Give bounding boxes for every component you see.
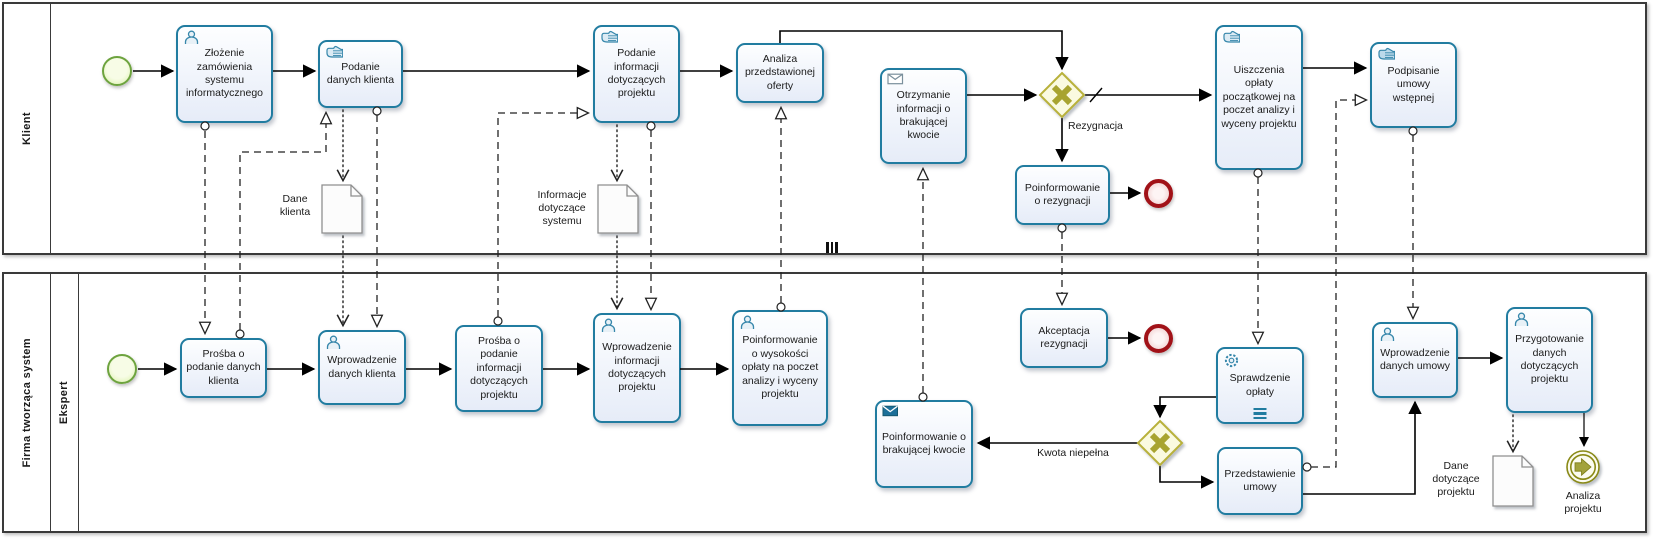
task-poinformowanie-o-rezygnacji[interactable]: Poinformowanie o rezygnacji — [1015, 165, 1110, 225]
link-event-label: Analiza projektu — [1564, 490, 1602, 516]
task-wprowadzenie-danych[interactable]: Wprowadzenie danych klienta — [318, 330, 406, 405]
user-task-icon — [1379, 327, 1396, 342]
task-prosba-o-informacje[interactable]: Prośba o podanie informacji dotyczących … — [455, 325, 543, 412]
user-task-icon — [325, 335, 342, 350]
end-event-rezygnacja-klient[interactable] — [1144, 179, 1173, 208]
pool-firma-header[interactable]: Firma tworząca system — [4, 274, 51, 531]
task-label: Uiszczenia opłaty początkowej na poczet … — [1221, 63, 1297, 130]
start-event-ekspert[interactable] — [107, 354, 137, 384]
manual-task-icon — [600, 30, 619, 43]
end-event-rezygnacja-firma[interactable] — [1144, 324, 1173, 353]
data-object-label-dane-projektu: Dane dotyczące projektu — [1432, 460, 1480, 499]
manual-task-icon — [1222, 30, 1241, 43]
multi-instance-III-marker — [826, 242, 838, 253]
pool-klient-header[interactable]: Klient — [4, 4, 51, 253]
task-podpisanie-umowy[interactable]: Podpisanie umowy wstępnej — [1370, 42, 1457, 128]
manual-task-icon — [1377, 47, 1396, 60]
task-podanie-informacji[interactable]: Podanie informacji dotyczących projektu — [593, 25, 680, 123]
receive-message-icon — [887, 73, 904, 85]
task-sprawdzenie-oplaty[interactable]: Sprawdzenie opłaty — [1216, 347, 1304, 424]
service-task-icon — [1223, 352, 1240, 369]
task-zlozenie-zamowienia[interactable]: Złożenie zamówienia systemu informatyczn… — [176, 25, 273, 123]
data-object-label-informacje-systemu: Informacje dotyczące systemu — [537, 189, 587, 228]
task-label: Prośba o podanie danych klienta — [186, 347, 261, 387]
task-label: Złożenie zamówienia systemu informatyczn… — [185, 47, 264, 100]
flow-label-kwota-niepelna: Kwota niepełna — [1037, 447, 1109, 459]
task-przygotowanie-danych[interactable]: Przygotowanie danych dotyczących projekt… — [1506, 307, 1593, 413]
task-label: Przedstawienie umowy — [1224, 467, 1296, 493]
user-task-icon — [1513, 312, 1530, 327]
task-label: Otrzymanie informacji o brakującej kwoci… — [896, 89, 951, 142]
task-label: Podanie informacji dotyczących projektu — [607, 47, 666, 100]
task-label: Poinformowanie o rezygnacji — [1024, 181, 1101, 207]
task-label: Wprowadzenie danych umowy — [1379, 346, 1451, 372]
task-label: Wprowadzenie danych klienta — [327, 354, 397, 380]
manual-task-icon — [325, 45, 344, 58]
lane-ekspert-header[interactable]: Ekspert — [50, 274, 79, 531]
task-label: Poinformowanie o brakującej kwocie — [881, 430, 967, 456]
user-task-icon — [739, 315, 756, 330]
task-label: Akceptacja rezygnacji — [1038, 324, 1090, 350]
task-label: Sprawdzenie opłaty — [1229, 372, 1291, 398]
task-przedstawienie-umowy[interactable]: Przedstawienie umowy — [1217, 447, 1303, 515]
pool-klient-label: Klient — [21, 112, 33, 145]
task-poinformowanie-wysokosc[interactable]: Poinformowanie o wysokości opłaty na poc… — [732, 310, 828, 426]
send-message-icon — [882, 405, 899, 417]
task-akceptacja-rezygnacji[interactable]: Akceptacja rezygnacji — [1020, 308, 1108, 368]
pool-firma-label: Firma tworząca system — [21, 337, 33, 468]
user-task-icon — [183, 30, 200, 45]
task-label: Podanie danych klienta — [326, 60, 395, 86]
user-task-icon — [600, 318, 617, 333]
task-wprowadzenie-informacji[interactable]: Wprowadzenie informacji dotyczących proj… — [593, 313, 681, 423]
task-poinformowanie-kwota[interactable]: Poinformowanie o brakującej kwocie — [875, 400, 973, 488]
task-label: Prośba o podanie informacji dotyczących … — [470, 334, 528, 401]
task-analiza-oferty[interactable]: Analiza przedstawionej oferty — [736, 43, 824, 103]
task-uiszczenie-oplaty[interactable]: Uiszczenia opłaty początkowej na poczet … — [1215, 25, 1303, 170]
task-label: Wprowadzenie informacji dotyczących proj… — [602, 341, 672, 394]
sequential-multi-instance-marker — [1253, 407, 1267, 419]
task-otrzymanie-informacji[interactable]: Otrzymanie informacji o brakującej kwoci… — [880, 68, 967, 164]
task-label: Podpisanie umowy wstępnej — [1387, 64, 1440, 104]
flow-label-rezygnacja: Rezygnacja — [1068, 120, 1123, 132]
lane-ekspert-label: Ekspert — [58, 380, 70, 425]
task-wprowadzenie-umowy[interactable]: Wprowadzenie danych umowy — [1372, 322, 1458, 398]
task-label: Przygotowanie danych dotyczących projekt… — [1515, 333, 1584, 386]
data-object-label-dane-klienta: Dane klienta — [279, 193, 311, 219]
task-prosba-o-dane[interactable]: Prośba o podanie danych klienta — [180, 338, 267, 398]
task-podanie-danych-klienta[interactable]: Podanie danych klienta — [318, 40, 403, 108]
start-event-klient[interactable] — [102, 56, 132, 86]
task-label: Analiza przedstawionej oferty — [744, 52, 816, 92]
task-label: Poinformowanie o wysokości opłaty na poc… — [741, 334, 819, 401]
